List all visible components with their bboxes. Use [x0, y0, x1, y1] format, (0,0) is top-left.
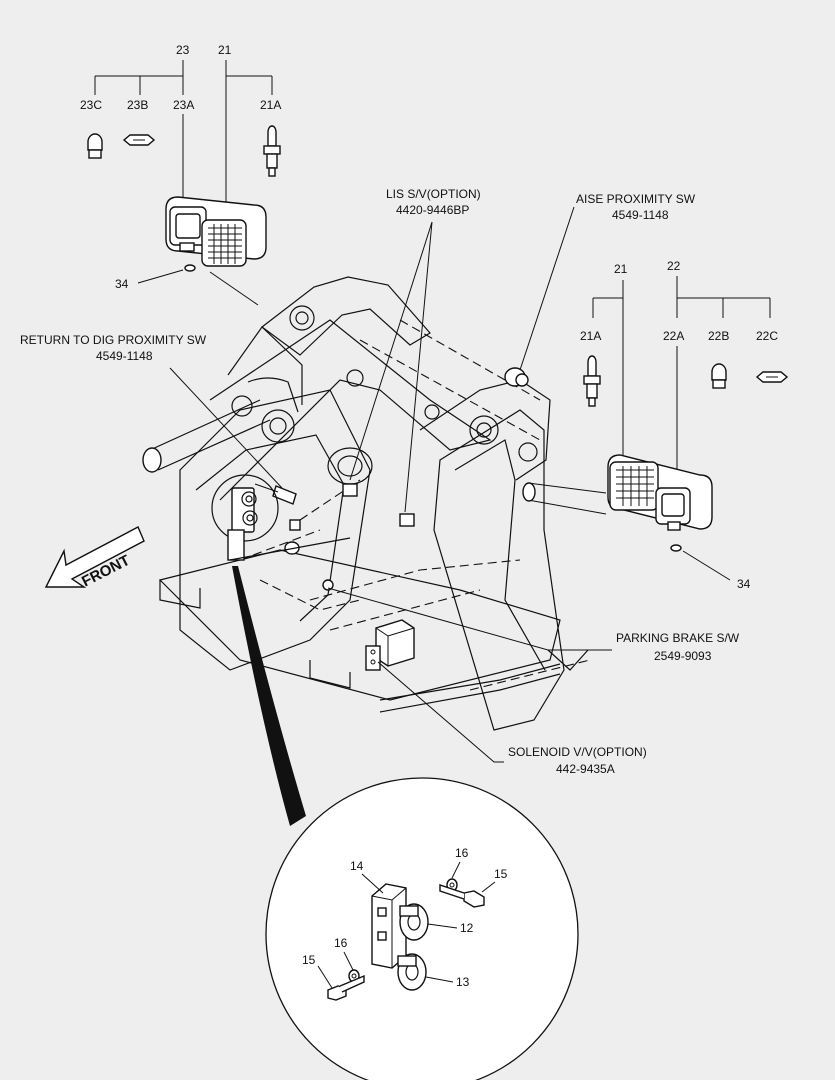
bulb-21a-right-icon [583, 355, 601, 407]
rtd-part-number: 4549-1148 [96, 349, 153, 363]
aise-title: AISE PROXIMITY SW [576, 192, 696, 206]
bulb-22c-icon [755, 371, 789, 383]
label-23a: 23A [173, 98, 194, 112]
aise-callout: AISE PROXIMITY SW 4549-1148 [519, 192, 696, 371]
rtd-title: RETURN TO DIG PROXIMITY SW [20, 333, 207, 347]
bulb-23c-icon [87, 133, 103, 159]
label-22b: 22B [708, 329, 729, 343]
left-work-lamps: 34 [115, 196, 267, 306]
label-14: 14 [350, 859, 364, 873]
right-work-lamps: 34 [522, 454, 751, 591]
rtd-callout: RETURN TO DIG PROXIMITY SW 4549-1148 [20, 333, 283, 489]
sol-part-number: 442-9435A [556, 762, 615, 776]
label-23b: 23B [127, 98, 148, 112]
label-13: 13 [456, 975, 470, 989]
pb-title: PARKING BRAKE S/W [616, 631, 740, 645]
label-22: 22 [667, 259, 681, 273]
label-21a-left: 21A [260, 98, 281, 112]
aise-part-number: 4549-1148 [612, 208, 669, 222]
label-21a-right: 21A [580, 329, 601, 343]
lis-part-number: 4420-9446BP [396, 203, 469, 217]
bulb-23b-icon [122, 134, 156, 146]
sol-callout: SOLENOID V/V(OPTION) 442-9435A [377, 661, 647, 776]
loader-frame [142, 276, 591, 731]
label-22c: 22C [756, 329, 778, 343]
bulb-21a-left-icon [263, 125, 281, 177]
label-34-left: 34 [115, 277, 129, 291]
label-22a: 22A [663, 329, 684, 343]
detail-view: 14 16 15 12 16 15 13 [265, 777, 579, 1080]
label-21-right: 21 [614, 262, 628, 276]
right-lamp-callouts: 21 22 21A 22A 22B 22C [580, 259, 778, 490]
front-arrow-icon: FRONT [44, 526, 145, 590]
lis-title: LIS S/V(OPTION) [386, 187, 481, 201]
label-21-left: 21 [218, 43, 232, 57]
sol-title: SOLENOID V/V(OPTION) [508, 745, 647, 759]
label-15-left: 15 [302, 953, 316, 967]
pb-callout: PARKING BRAKE S/W 2549-9093 [327, 587, 740, 663]
bulb-22b-icon [711, 363, 727, 389]
label-34-right: 34 [737, 577, 751, 591]
lis-callout: LIS S/V(OPTION) 4420-9446BP [349, 187, 481, 513]
pb-part-number: 2549-9093 [654, 649, 712, 663]
label-15-right: 15 [494, 867, 508, 881]
label-23: 23 [176, 43, 190, 57]
left-lamp-callouts: 23 21 23C 23B 23A 21A [80, 43, 281, 225]
label-16-top: 16 [455, 846, 469, 860]
label-16-left: 16 [334, 936, 348, 950]
label-23c: 23C [80, 98, 102, 112]
label-12: 12 [460, 921, 474, 935]
zoom-band [232, 566, 306, 826]
